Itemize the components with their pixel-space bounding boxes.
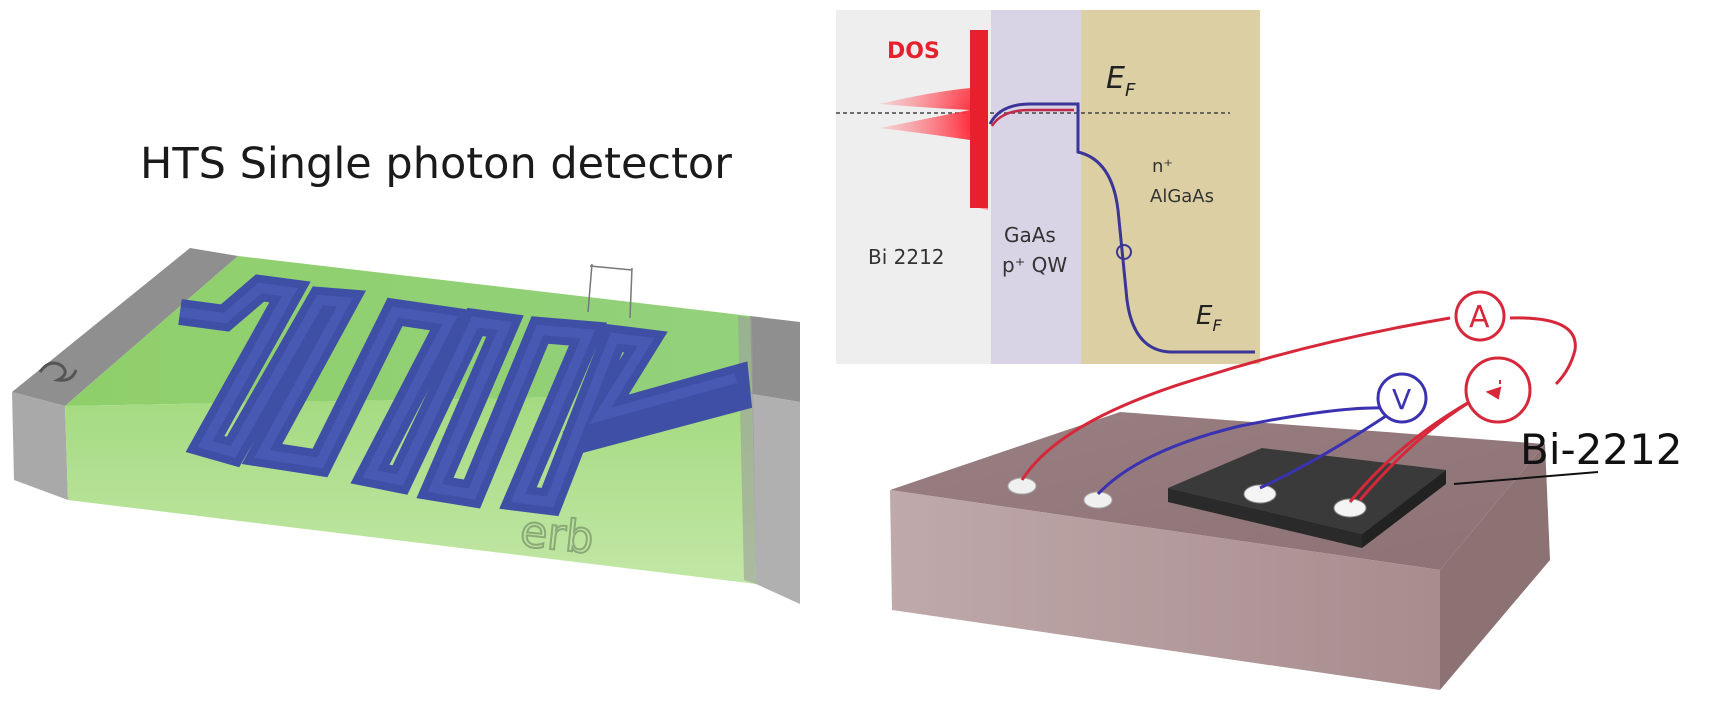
voltage-wire-2 <box>1259 410 1393 490</box>
voltmeter-label: V <box>1392 383 1411 416</box>
dos-edge <box>970 30 988 208</box>
measurement-setup: A V Bi-2212 <box>890 290 1683 690</box>
band-electron-marker <box>1116 244 1132 260</box>
contact-pad-3 <box>1243 484 1277 504</box>
middle-region-label-2: p⁺ QW <box>1002 253 1067 277</box>
detector-illustration: HTS Single photon detector erb <box>12 139 800 604</box>
band-diagram: DOS EF EF Bi 2212 GaAs p⁺ QW n⁺ AlGaAs <box>836 10 1260 364</box>
right-contact-pad-top <box>750 316 800 402</box>
dos-label: DOS <box>887 39 940 64</box>
substrate-block-side <box>1440 444 1550 690</box>
substrate-block-front <box>890 490 1440 690</box>
bi2212-sample-top <box>1168 448 1446 534</box>
meander-nanowire-highlight <box>179 282 738 508</box>
dos-peaks <box>880 34 988 210</box>
fermi-label-top: EF <box>1106 61 1136 101</box>
current-wire-inner <box>1348 394 1481 503</box>
right-region-label-1: n⁺ <box>1152 156 1173 177</box>
band-edge-curve <box>988 102 1255 354</box>
left-contact-pad-front <box>12 392 68 500</box>
detector-title: HTS Single photon detector <box>140 139 732 189</box>
sample-label: Bi-2212 <box>1520 425 1683 474</box>
front-face-engraving: erb <box>518 506 596 564</box>
left-pad-engraving <box>38 361 78 382</box>
right-contact-pad-front <box>752 394 800 604</box>
sample-callout-line <box>1453 471 1599 485</box>
left-contact-pad-top <box>12 248 238 406</box>
voltmeter-symbol <box>1376 372 1428 424</box>
middle-region-label-1: GaAs <box>1004 223 1056 247</box>
current-source-arrow-icon <box>1485 380 1502 400</box>
fermi-label-bottom: EF <box>1196 301 1222 335</box>
right-region-label-2: AlGaAs <box>1150 186 1214 207</box>
ammeter-symbol <box>1454 290 1506 342</box>
bi2212-sample-side <box>1362 470 1446 548</box>
bi2212-sample-front <box>1168 488 1362 548</box>
contact-pad-1 <box>1007 477 1037 495</box>
band-right-region <box>1081 10 1260 364</box>
band-middle-region <box>991 10 1081 364</box>
voltage-wire-1 <box>1096 406 1387 496</box>
contact-pad-2 <box>1083 491 1113 509</box>
left-region-label: Bi 2212 <box>868 245 945 269</box>
band-left-region <box>836 10 991 364</box>
scale-marker <box>587 263 633 319</box>
ammeter-label: A <box>1469 300 1490 335</box>
contact-pad-4 <box>1333 498 1367 518</box>
band-edge-curve-inner <box>990 108 1074 127</box>
